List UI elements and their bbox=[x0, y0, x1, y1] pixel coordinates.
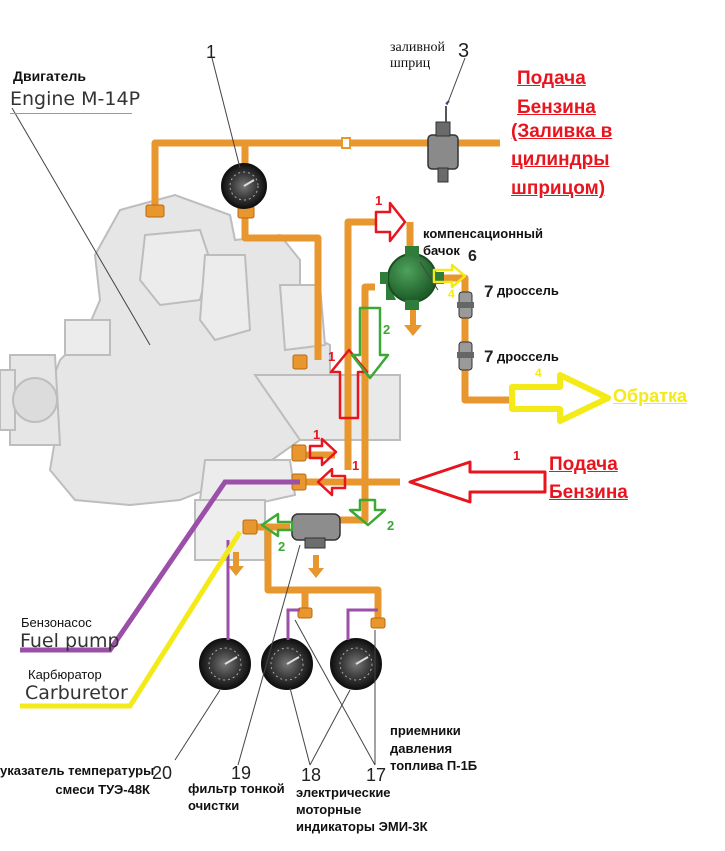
label-emi: электрические моторные индикаторы ЭМИ-3К bbox=[296, 785, 428, 834]
pipe-fitting bbox=[341, 137, 351, 149]
label-gauge-1: 1 bbox=[206, 42, 217, 62]
label-17: 17 bbox=[366, 765, 387, 785]
drain-arrows bbox=[228, 310, 422, 578]
label-engine-en: Engine M-14P bbox=[10, 88, 141, 110]
label-20: 20 bbox=[152, 763, 173, 783]
tag-red-1: 1 bbox=[375, 193, 383, 208]
label-engine-ru: Двигатель bbox=[13, 68, 86, 84]
tag-red-2: 1 bbox=[328, 349, 336, 364]
label-filter: фильтр тонкой очистки bbox=[188, 781, 285, 813]
tag-green-2: 2 bbox=[387, 518, 395, 533]
label-feed-right-2: Бензина bbox=[549, 482, 628, 503]
gauge-18a-icon bbox=[261, 638, 313, 690]
throttle-icon bbox=[457, 291, 474, 371]
label-primer: заливной шприц bbox=[390, 40, 445, 72]
label-tank: компенсационный бачок bbox=[423, 226, 543, 258]
tag-yellow-2: 4 bbox=[535, 366, 542, 380]
label-throttle1-num: 7 bbox=[484, 282, 494, 301]
tag-red-5: 1 bbox=[513, 448, 521, 463]
fuel-pipes bbox=[151, 139, 515, 620]
tag-green-1: 2 bbox=[383, 322, 391, 337]
label-feed-top-1: Подача bbox=[517, 68, 586, 89]
pipe-fittings bbox=[145, 204, 386, 629]
label-feed-top-5: шприцом) bbox=[511, 178, 606, 199]
label-feed-top-4: цилиндры bbox=[511, 149, 610, 170]
label-tank-num: 6 bbox=[468, 248, 477, 265]
carburetor-line bbox=[20, 530, 243, 709]
compensation-tank-icon bbox=[380, 246, 444, 310]
primer-pump-icon bbox=[427, 100, 459, 183]
tag-yellow-1: 4 bbox=[448, 287, 455, 301]
green-arrows bbox=[260, 306, 390, 538]
tag-red-3: 1 bbox=[313, 427, 321, 442]
label-throttle2: дроссель bbox=[497, 349, 559, 364]
label-pump-ru: Бензонасос bbox=[21, 615, 92, 630]
fine-filter-icon bbox=[291, 513, 341, 549]
label-feed-right-1: Подача bbox=[549, 454, 618, 475]
label-throttle1: дроссель bbox=[497, 283, 559, 298]
label-primer-num: 3 bbox=[458, 40, 470, 62]
label-19: 19 bbox=[231, 763, 252, 783]
tag-red-4: 1 bbox=[352, 458, 360, 473]
tag-green-3: 2 bbox=[278, 539, 286, 554]
engine-silhouette bbox=[0, 193, 401, 561]
gauge-1-icon bbox=[221, 163, 267, 209]
label-throttle2-num: 7 bbox=[484, 347, 494, 366]
yellow-arrows bbox=[432, 263, 611, 424]
gauge-18b-icon bbox=[330, 638, 382, 690]
gauge-20-icon bbox=[199, 638, 251, 690]
label-tue: указатель температуры смеси ТУЭ-48К bbox=[0, 763, 155, 797]
label-18: 18 bbox=[301, 765, 322, 785]
label-feed-top-3: (Заливка в bbox=[511, 121, 613, 142]
engine-underline bbox=[10, 113, 132, 114]
label-carb-ru: Карбюратор bbox=[28, 667, 102, 682]
label-pump-en: Fuel pump bbox=[20, 630, 120, 652]
purple-wires bbox=[20, 479, 378, 653]
leader-lines bbox=[11, 57, 466, 766]
label-carb-en: Carburetor bbox=[25, 682, 128, 704]
label-feed-top-2: Бензина bbox=[517, 97, 596, 118]
label-receivers: приемники давления топлива П-1Б bbox=[390, 723, 478, 774]
label-return: Обратка bbox=[613, 386, 687, 406]
